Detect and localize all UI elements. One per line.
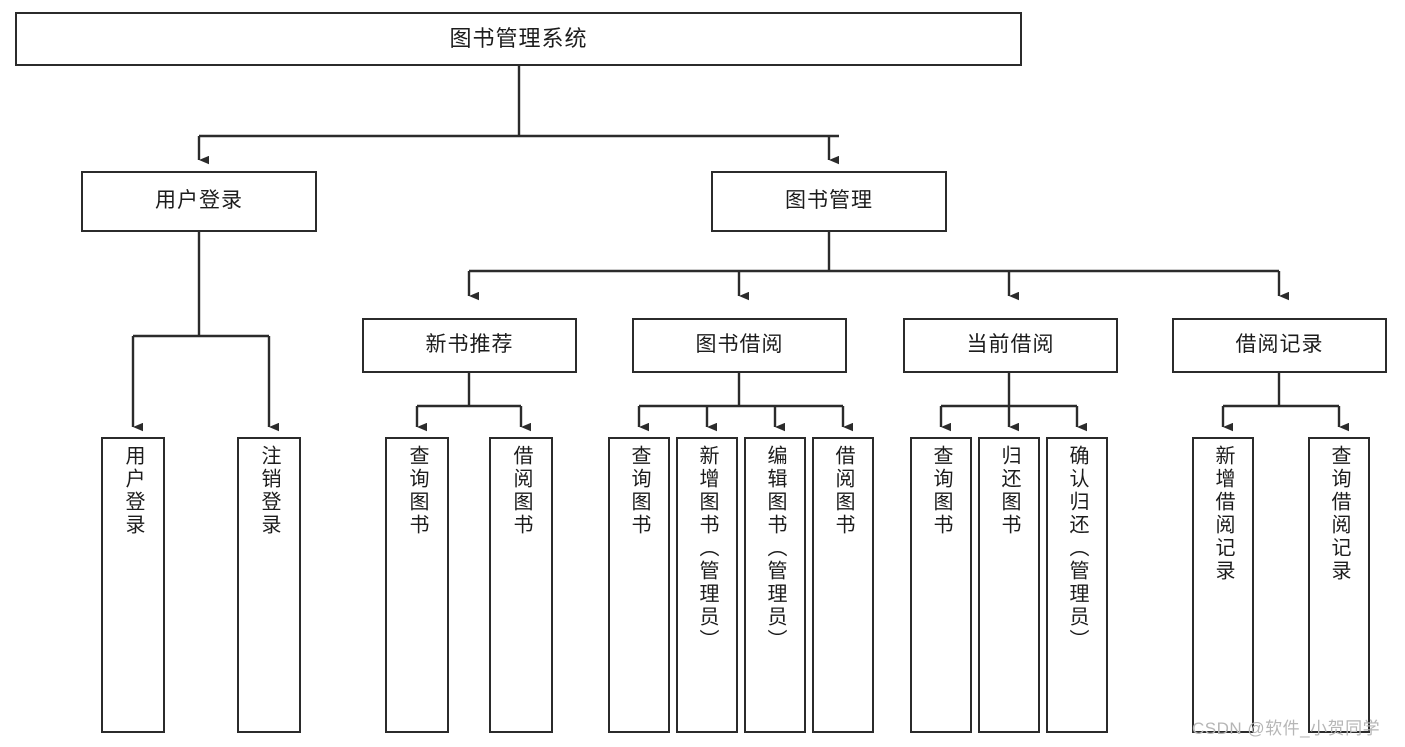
node-label: 图书管理	[785, 189, 873, 213]
node-label: 新书推荐	[425, 333, 514, 357]
node-new-book-recommend[interactable]: 新书推荐	[362, 318, 577, 373]
node-label: 编辑图书（管理员）	[764, 445, 786, 652]
leaf-current-borrow-query-book[interactable]: 查询图书	[910, 437, 972, 733]
leaf-borrow-record-add-record[interactable]: 新增借阅记录	[1192, 437, 1254, 733]
node-label: 图书管理系统	[449, 26, 588, 52]
leaf-book-borrow-edit-book-admin[interactable]: 编辑图书（管理员）	[744, 437, 806, 733]
leaf-book-borrow-add-book-admin[interactable]: 新增图书（管理员）	[676, 437, 738, 733]
node-label: 用户登录	[122, 445, 144, 537]
node-label: 图书借阅	[695, 333, 784, 357]
node-label: 当前借阅	[966, 333, 1055, 357]
node-root-system[interactable]: 图书管理系统	[15, 12, 1022, 66]
leaf-new-book-borrow-book[interactable]: 借阅图书	[489, 437, 553, 733]
leaf-current-borrow-confirm-return-admin[interactable]: 确认归还（管理员）	[1046, 437, 1108, 733]
leaf-new-book-query-book[interactable]: 查询图书	[385, 437, 449, 733]
node-book-borrow[interactable]: 图书借阅	[632, 318, 847, 373]
leaf-user-login-logout[interactable]: 注销登录	[237, 437, 301, 733]
leaf-borrow-record-query-record[interactable]: 查询借阅记录	[1308, 437, 1370, 733]
node-user-login[interactable]: 用户登录	[81, 171, 317, 232]
node-label: 查询图书	[930, 445, 952, 537]
leaf-user-login-login[interactable]: 用户登录	[101, 437, 165, 733]
node-label: 注销登录	[258, 445, 280, 537]
node-label: 借阅图书	[832, 445, 854, 537]
leaf-current-borrow-return-book[interactable]: 归还图书	[978, 437, 1040, 733]
node-borrow-record[interactable]: 借阅记录	[1172, 318, 1387, 373]
node-label: 新增借阅记录	[1212, 445, 1234, 583]
node-label: 用户登录	[155, 189, 243, 213]
node-label: 查询图书	[628, 445, 650, 537]
node-label: 查询图书	[406, 445, 428, 537]
node-current-borrow[interactable]: 当前借阅	[903, 318, 1118, 373]
node-label: 借阅记录	[1235, 333, 1324, 357]
node-label: 确认归还（管理员）	[1066, 445, 1088, 652]
node-label: 查询借阅记录	[1328, 445, 1350, 583]
leaf-book-borrow-borrow-book[interactable]: 借阅图书	[812, 437, 874, 733]
node-label: 借阅图书	[510, 445, 532, 537]
node-book-management[interactable]: 图书管理	[711, 171, 947, 232]
leaf-book-borrow-query-book[interactable]: 查询图书	[608, 437, 670, 733]
node-label: 新增图书（管理员）	[696, 445, 718, 652]
node-label: 归还图书	[998, 445, 1020, 537]
